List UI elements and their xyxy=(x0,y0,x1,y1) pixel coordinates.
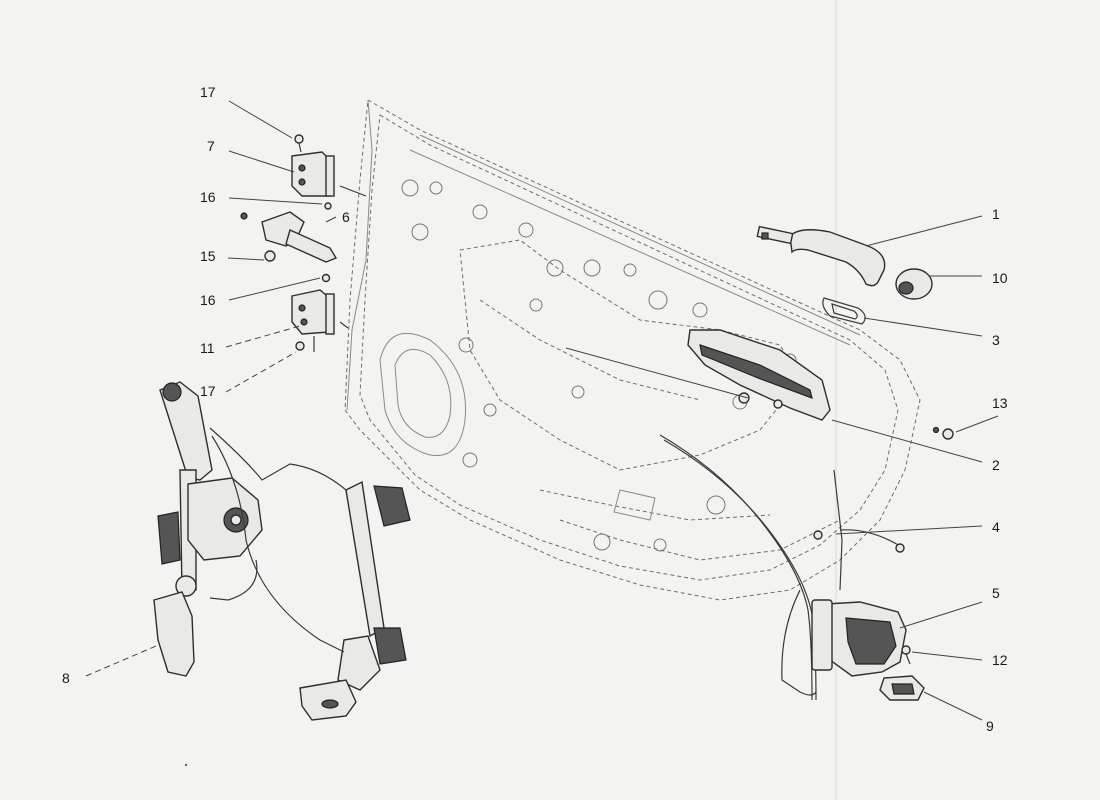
leader-lines xyxy=(85,100,999,721)
callout-4: 4 xyxy=(992,519,1000,535)
outer-door-handle xyxy=(756,225,886,287)
callout-12: 12 xyxy=(992,652,1008,668)
lower-hinge-bolt xyxy=(295,341,305,351)
callout-11: 11 xyxy=(200,340,215,356)
window-regulator xyxy=(153,381,411,721)
upper-hinge xyxy=(291,151,335,197)
door-striker xyxy=(879,675,925,701)
callout-6: 6 xyxy=(342,209,350,225)
callout-5: 5 xyxy=(992,585,1000,601)
door-inner-panel xyxy=(344,99,921,601)
callout-13: 13 xyxy=(992,395,1008,411)
handle-carrier-bracket xyxy=(687,329,831,421)
callout-15: 15 xyxy=(200,248,216,264)
door-lock xyxy=(811,599,907,677)
callout-9: 9 xyxy=(986,718,994,734)
callout-labels: 17 7 16 6 15 16 11 17 8 1 10 3 13 2 4 5 … xyxy=(62,84,1008,734)
callout-7: 7 xyxy=(207,138,215,154)
bolt-cap xyxy=(932,426,954,440)
lower-hinge xyxy=(291,202,335,335)
callout-17-upper: 17 xyxy=(200,84,216,100)
page-speck xyxy=(184,763,188,767)
lock-screw xyxy=(901,645,911,665)
door-check-strap xyxy=(240,211,338,263)
callout-17-lower: 17 xyxy=(200,383,216,399)
callout-16-upper: 16 xyxy=(200,189,216,205)
callout-10: 10 xyxy=(992,270,1008,286)
handle-gasket xyxy=(822,297,866,325)
lock-cylinder-cap xyxy=(895,268,933,300)
hinge-connector-upper xyxy=(339,185,367,197)
callout-1: 1 xyxy=(992,206,1000,222)
callout-3: 3 xyxy=(992,332,1000,348)
upper-hinge-bolt xyxy=(294,134,304,153)
callout-8: 8 xyxy=(62,670,70,686)
callout-16-lower: 16 xyxy=(200,292,216,308)
callout-2: 2 xyxy=(992,457,1000,473)
hinge-connector-lower xyxy=(339,321,349,329)
